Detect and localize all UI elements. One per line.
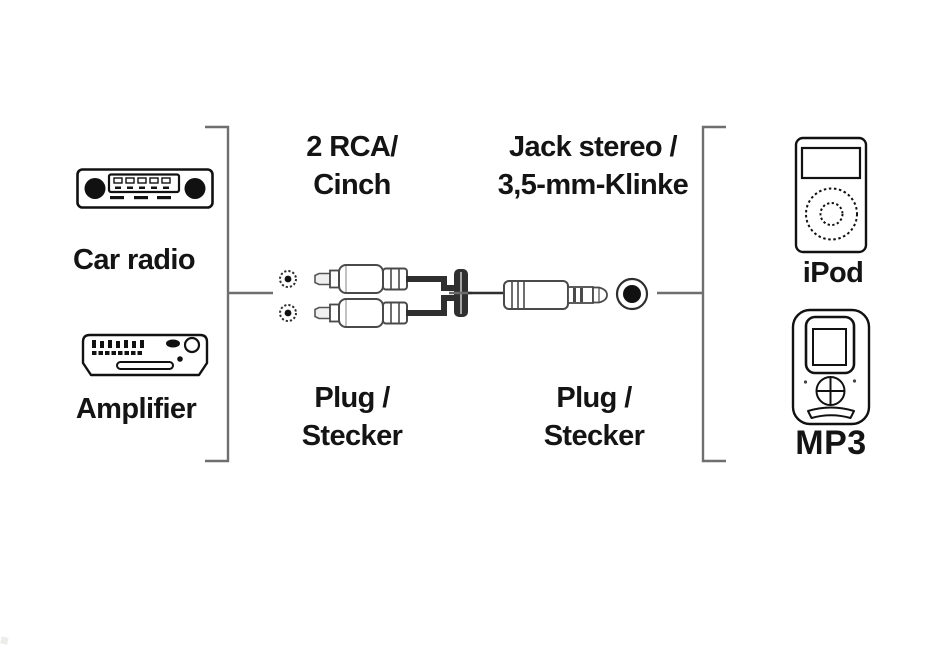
amp-volume-knob [183,336,201,354]
right-bracket [657,125,726,463]
rca-plug-line2: Stecker [301,420,403,452]
ipod-center-button [819,202,844,226]
jack-type-line1: Jack stereo / [509,131,678,163]
jack-socket-icon [615,277,649,311]
rca-plug-label: Plug / Stecker [242,379,462,455]
mp3-label: MP3 [795,424,867,462]
jack-plug-line1: Plug / [556,382,632,414]
amplifier-label: Amplifier [75,393,197,425]
ipod-screen [800,146,862,180]
left-bracket [205,125,273,463]
amp-slot [116,361,174,370]
jack-type-label: Jack stereo / 3,5-mm-Klinke [463,128,723,204]
amplifier-icon [81,333,209,378]
rca-type-label: 2 RCA/ Cinch [242,128,462,204]
amp-power-led [166,339,180,348]
rca-type-line2: Cinch [313,169,391,201]
car-radio-label: Car radio [73,244,196,276]
cable-line [406,295,457,316]
jack-plug-label: Plug / Stecker [464,379,724,455]
cable-line [406,276,457,291]
mp3-player-icon [791,308,871,426]
radio-knob [84,178,106,199]
rca-plug-icon [314,298,408,328]
ipod-icon [794,136,868,254]
mp3-nav-button [815,376,846,406]
rca-plug-icon [314,264,408,294]
mp3-screen [812,328,847,366]
scan-artifact [0,636,9,645]
jack-plug-icon [503,280,608,310]
car-radio-icon [76,168,214,210]
jack-type-line2: 3,5-mm-Klinke [497,169,689,201]
rca-plug-line1: Plug / [314,382,390,414]
ipod-label: iPod [802,257,864,289]
jack-plug-line2: Stecker [543,420,645,452]
mp3-bottom-slot [807,406,855,419]
radio-knob [184,178,206,199]
rca-type-line1: 2 RCA/ [306,131,398,163]
rca-socket-icon [279,270,297,322]
